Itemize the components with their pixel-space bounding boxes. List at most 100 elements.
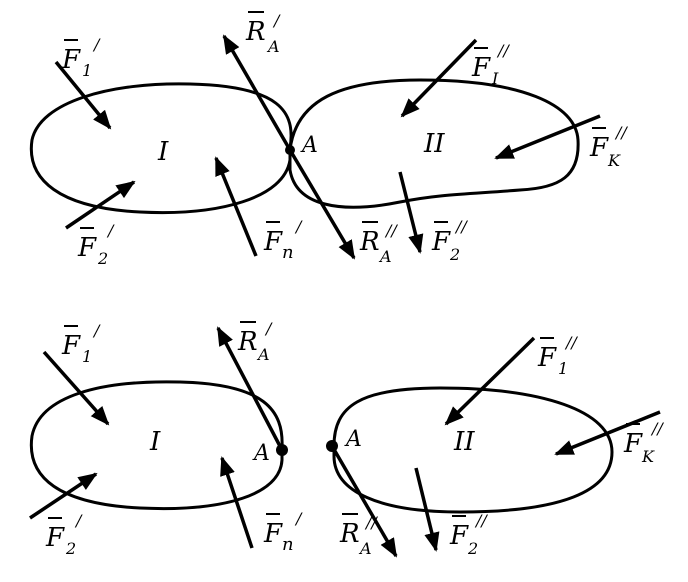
top-label-RA-double-prime-symbol: R <box>359 227 380 257</box>
top-label-F1-double-prime-subscript: I <box>491 69 499 88</box>
bottom-contact-point-A-right <box>326 440 338 452</box>
top-diagram <box>29 34 601 260</box>
bottom-force-Fk-double-prime <box>554 410 661 456</box>
top-body-2-outline <box>288 78 580 209</box>
bottom-label-F2-double-prime: F 2 // <box>449 511 488 558</box>
top-force-RA-double-prime <box>288 149 356 260</box>
top-label-F2-prime-prime-marks: / <box>106 221 115 240</box>
bottom-label-Fk-double-prime-symbol: F <box>623 429 643 459</box>
bottom-label-F1-prime-symbol: F <box>61 331 81 361</box>
bottom-label-RA-double-prime-prime-marks: // <box>364 513 378 532</box>
bottom-force-F2-prime <box>29 472 98 520</box>
top-force-F1-prime <box>54 60 112 130</box>
top-body-1-outline <box>29 82 293 215</box>
top-label-Fk-double-prime: F K // <box>589 123 628 170</box>
bottom-point-A-left-label: A <box>252 441 270 466</box>
bottom-label-Fn-prime-symbol: F <box>263 519 283 549</box>
bottom-label-Fn-prime: F n / <box>263 509 303 555</box>
bottom-label-RA-double-prime-symbol: R <box>339 519 360 549</box>
bottom-label-Fn-prime-prime-marks: / <box>294 509 303 528</box>
top-force-Fk-double-prime <box>494 114 601 160</box>
bottom-label-F1-double-prime: F 1 // <box>537 333 578 378</box>
top-label-F2-double-prime-symbol: F <box>431 227 451 257</box>
top-force-F2-prime <box>65 180 136 230</box>
top-label-F1-double-prime-symbol: F <box>471 53 491 83</box>
top-label-F2-double-prime-subscript: 2 <box>449 245 460 264</box>
bottom-body-2-label: II <box>453 427 475 457</box>
bottom-label-RA-double-prime: R A // <box>339 513 378 558</box>
bottom-contact-point-A-left <box>276 444 288 456</box>
bottom-force-RA-prime <box>216 326 284 451</box>
top-label-RA-prime-prime-marks: / <box>272 11 281 30</box>
top-label-F1-prime-symbol: F <box>61 45 81 75</box>
top-labels: I II A F 1 / F 2 / F n / R A / <box>61 11 628 268</box>
top-force-F2-double-prime <box>398 171 424 254</box>
top-contact-point-A <box>285 145 295 155</box>
bottom-label-RA-prime: R A / <box>237 319 273 364</box>
top-label-Fn-prime-subscript: n <box>282 242 294 263</box>
top-label-RA-double-prime-prime-marks: // <box>384 221 398 240</box>
bottom-label-F2-prime-symbol: F <box>45 523 65 553</box>
top-label-F2-prime-subscript: 2 <box>97 249 108 268</box>
bottom-label-RA-prime-symbol: R <box>237 327 258 357</box>
bottom-label-RA-prime-prime-marks: / <box>264 319 273 338</box>
bottom-label-Fk-double-prime: F K // <box>623 419 664 466</box>
bottom-label-F2-prime-prime-marks: / <box>74 511 83 530</box>
top-label-RA-prime: R A / <box>245 11 281 56</box>
bottom-diagram <box>29 326 661 558</box>
top-force-RA-prime <box>222 34 292 151</box>
top-label-F2-double-prime: F 2 // <box>431 217 468 264</box>
bottom-label-F1-prime: F 1 / <box>61 321 101 366</box>
top-label-RA-double-prime: R A // <box>359 221 398 266</box>
bottom-label-RA-double-prime-subscript: A <box>358 539 372 558</box>
top-label-RA-prime-subscript: A <box>266 37 280 56</box>
top-label-F2-prime: F 2 / <box>77 221 115 268</box>
top-label-F1-double-prime: F I // <box>471 41 510 88</box>
top-label-F1-prime-subscript: 1 <box>82 61 92 80</box>
bottom-label-F2-prime-subscript: 2 <box>65 539 76 558</box>
top-label-RA-double-prime-subscript: A <box>378 247 392 266</box>
bottom-label-F1-double-prime-subscript: 1 <box>558 359 568 378</box>
top-label-Fk-double-prime-subscript: K <box>607 151 621 170</box>
bottom-label-F2-double-prime-prime-marks: // <box>474 511 488 530</box>
bottom-body-1-outline <box>29 380 284 511</box>
top-label-F2-double-prime-prime-marks: // <box>454 217 468 236</box>
bottom-point-A-right-label: A <box>344 427 362 452</box>
top-label-F2-prime-symbol: F <box>77 233 97 263</box>
bottom-body-2-outline <box>332 386 614 514</box>
top-label-Fk-double-prime-symbol: F <box>589 133 609 163</box>
bottom-label-F1-double-prime-prime-marks: // <box>564 333 578 352</box>
bottom-label-F2-double-prime-subscript: 2 <box>467 539 478 558</box>
bottom-force-F1-prime <box>42 350 110 426</box>
bottom-label-RA-prime-subscript: A <box>256 345 270 364</box>
bottom-labels: I II A A F 1 / F 2 / F n / R A / <box>45 319 664 558</box>
bottom-label-Fk-double-prime-subscript: K <box>641 447 655 466</box>
bottom-force-F1-double-prime <box>444 336 536 426</box>
bottom-label-F1-double-prime-symbol: F <box>537 343 557 373</box>
bottom-label-Fk-double-prime-prime-marks: // <box>650 419 664 438</box>
top-label-RA-prime-symbol: R <box>245 17 266 47</box>
bottom-label-F1-prime-prime-marks: / <box>92 321 101 340</box>
bottom-body-1-label: I <box>149 427 161 457</box>
top-label-F1-prime-prime-marks: / <box>92 35 101 54</box>
top-label-Fn-prime-prime-marks: / <box>294 217 303 236</box>
top-label-Fk-double-prime-prime-marks: // <box>614 123 628 142</box>
top-point-A-label: A <box>300 133 318 158</box>
top-force-F1-double-prime <box>400 38 478 118</box>
top-body-2-label: II <box>423 129 445 159</box>
bottom-force-F2-double-prime <box>414 467 440 552</box>
top-label-F1-prime: F 1 / <box>61 35 101 80</box>
top-force-Fn-prime <box>214 156 258 257</box>
bottom-label-F2-prime: F 2 / <box>45 511 83 558</box>
bottom-label-F2-double-prime-symbol: F <box>449 521 469 551</box>
bottom-label-F1-prime-subscript: 1 <box>82 347 92 366</box>
bottom-force-RA-double-prime <box>330 445 398 558</box>
bottom-label-Fn-prime-subscript: n <box>282 534 294 555</box>
top-label-Fn-prime-symbol: F <box>263 227 283 257</box>
bottom-force-Fn-prime <box>220 456 254 549</box>
top-label-F1-double-prime-prime-marks: // <box>496 41 510 60</box>
top-body-1-label: I <box>157 137 169 167</box>
top-label-Fn-prime: F n / <box>263 217 303 263</box>
